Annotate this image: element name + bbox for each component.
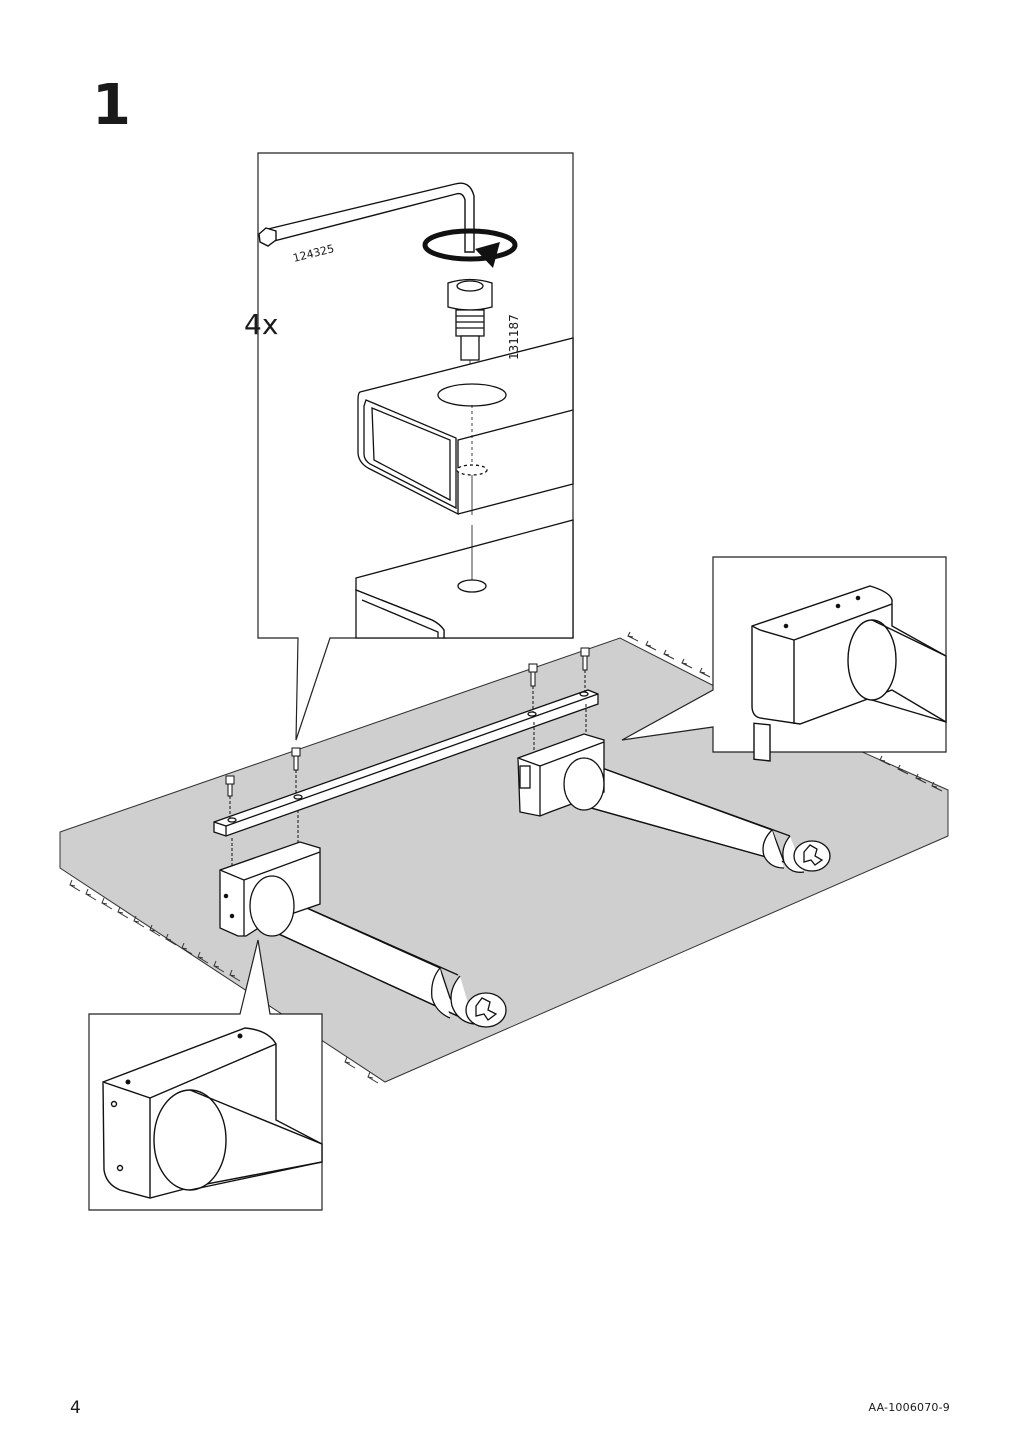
- quantity-label: 4x: [244, 308, 278, 341]
- floor-arrows-left: [69, 879, 379, 1084]
- detail-callout-bottom: [88, 939, 323, 1211]
- detail-callout-right: [621, 556, 947, 762]
- screw-icon: [447, 278, 493, 375]
- floor-arrows-right: [627, 631, 943, 792]
- screw-part-number: 131187: [507, 314, 521, 360]
- page-number: 4: [70, 1398, 81, 1418]
- leg-right: [517, 733, 831, 873]
- rectangular-tube: [357, 337, 574, 516]
- detail-callout-top: 4x 124325 131187: [244, 152, 574, 741]
- crossbar: [213, 689, 599, 837]
- step-number: 1: [92, 73, 131, 138]
- screws-main: [225, 647, 590, 870]
- document-code: AA-1006070-9: [868, 1401, 950, 1414]
- allen-key-icon: [258, 182, 475, 253]
- rotate-arrow-icon: [422, 228, 518, 268]
- leg-left: [219, 841, 507, 1028]
- board-edge: [355, 519, 574, 639]
